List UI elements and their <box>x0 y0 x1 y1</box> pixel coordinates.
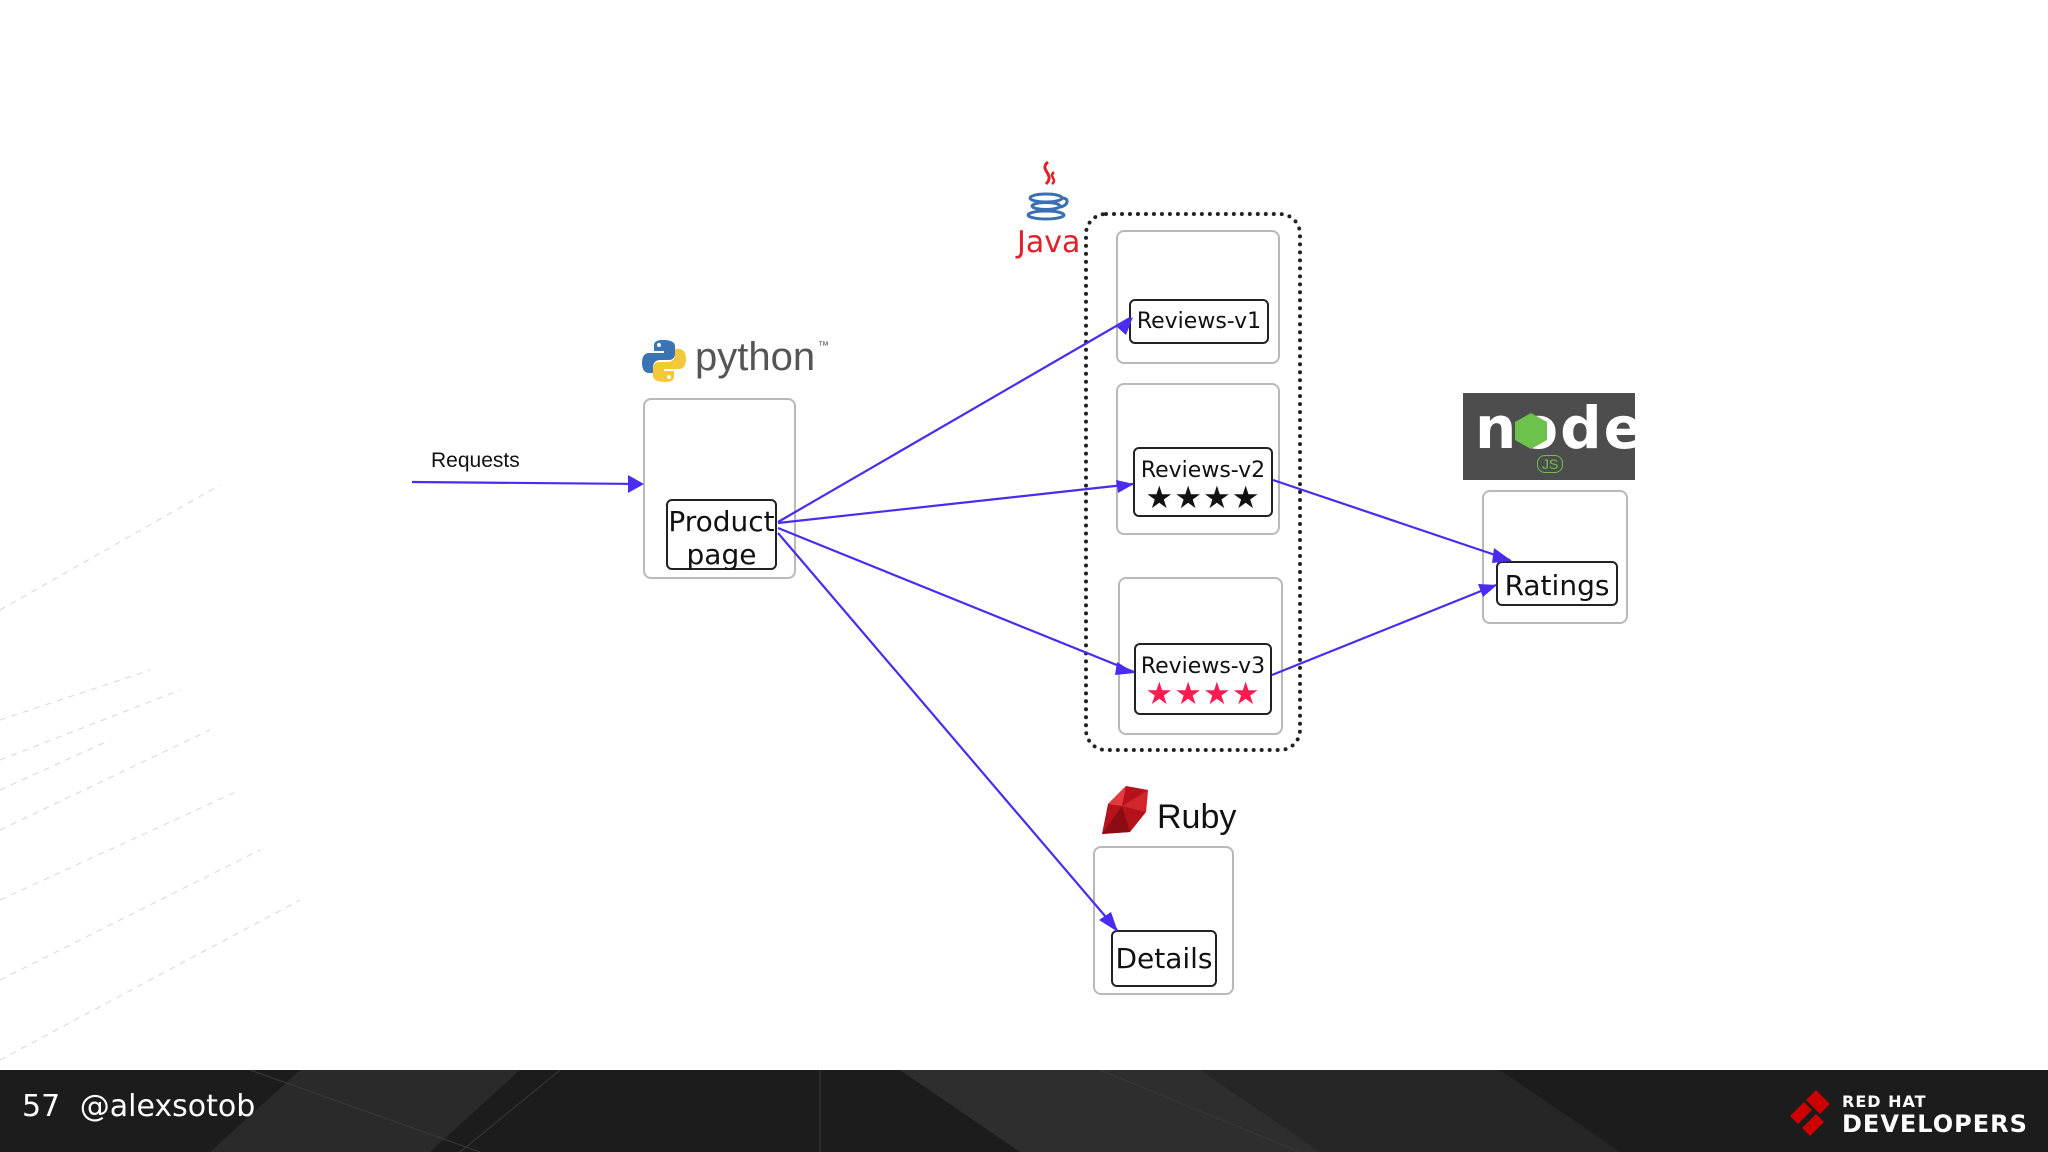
java-logo-text: Java <box>1017 225 1081 260</box>
slide-meta: 57 @alexsotob <box>22 1092 255 1122</box>
red-hat-developers-logo: RED HAT DEVELOPERS <box>1782 1084 2027 1140</box>
footer-pattern <box>210 1070 1620 1152</box>
node-logo-text: node <box>1475 394 1645 462</box>
ruby-logo-icon <box>1102 786 1148 834</box>
python-logo-icon <box>642 340 686 382</box>
arrow-reviews-v3-to-ratings <box>1271 583 1497 677</box>
python-trademark: ™ <box>818 340 829 352</box>
arrow-reviews-v2-to-ratings <box>1272 478 1511 562</box>
slide-number: 57 <box>22 1089 61 1124</box>
reviews-v3-service: Reviews-v3 ★★★★ <box>1134 643 1272 715</box>
reviews-v2-stars: ★★★★ <box>1145 480 1261 516</box>
author-handle: @alexsotob <box>79 1089 256 1124</box>
reviews-v2-label: Reviews-v2 <box>1140 458 1266 483</box>
reviews-v3-stars: ★★★★ <box>1145 676 1261 712</box>
productpage-service: Product page <box>666 499 777 571</box>
node-logo: node JS <box>1463 393 1643 480</box>
brand-bottom-text: DEVELOPERS <box>1842 1110 2028 1138</box>
background-decoration <box>0 484 301 1061</box>
node-js-badge: JS <box>1537 455 1564 473</box>
ruby-logo-text: Ruby <box>1157 798 1237 836</box>
productpage-label-line1: Product <box>668 505 775 538</box>
details-service: Details <box>1111 930 1217 987</box>
request-flow-arrows <box>411 317 1512 932</box>
arrow-productpage-to-reviews-v3 <box>777 526 1135 674</box>
python-logo-text: python <box>695 335 816 379</box>
reviews-v1-service: Reviews-v1 <box>1129 299 1269 344</box>
reviews-v2-service: Reviews-v2 ★★★★ <box>1133 447 1273 517</box>
node-hexagon-icon <box>1515 413 1547 449</box>
footer-bar: 57 @alexsotob RED HAT DEVELOPERS <box>0 1070 2048 1152</box>
red-hat-icon <box>1790 1090 1830 1136</box>
reviews-group <box>1084 212 1302 752</box>
requests-label: Requests <box>431 449 520 472</box>
arrow-productpage-to-details <box>777 532 1118 931</box>
arrow-productpage-to-reviews-v1 <box>777 317 1131 523</box>
ratings-label: Ratings <box>1504 569 1610 602</box>
productpage-label-line2: page <box>686 538 757 571</box>
reviews-v3-label: Reviews-v3 <box>1140 654 1266 679</box>
ratings-service: Ratings <box>1496 561 1618 606</box>
arrow-requests-to-productpage <box>411 478 643 489</box>
java-logo-icon <box>1026 160 1069 221</box>
arrow-productpage-to-reviews-v2 <box>777 482 1134 525</box>
brand-top-text: RED HAT <box>1842 1092 1927 1111</box>
details-label: Details <box>1115 942 1213 975</box>
reviews-v1-label: Reviews-v1 <box>1136 309 1262 334</box>
